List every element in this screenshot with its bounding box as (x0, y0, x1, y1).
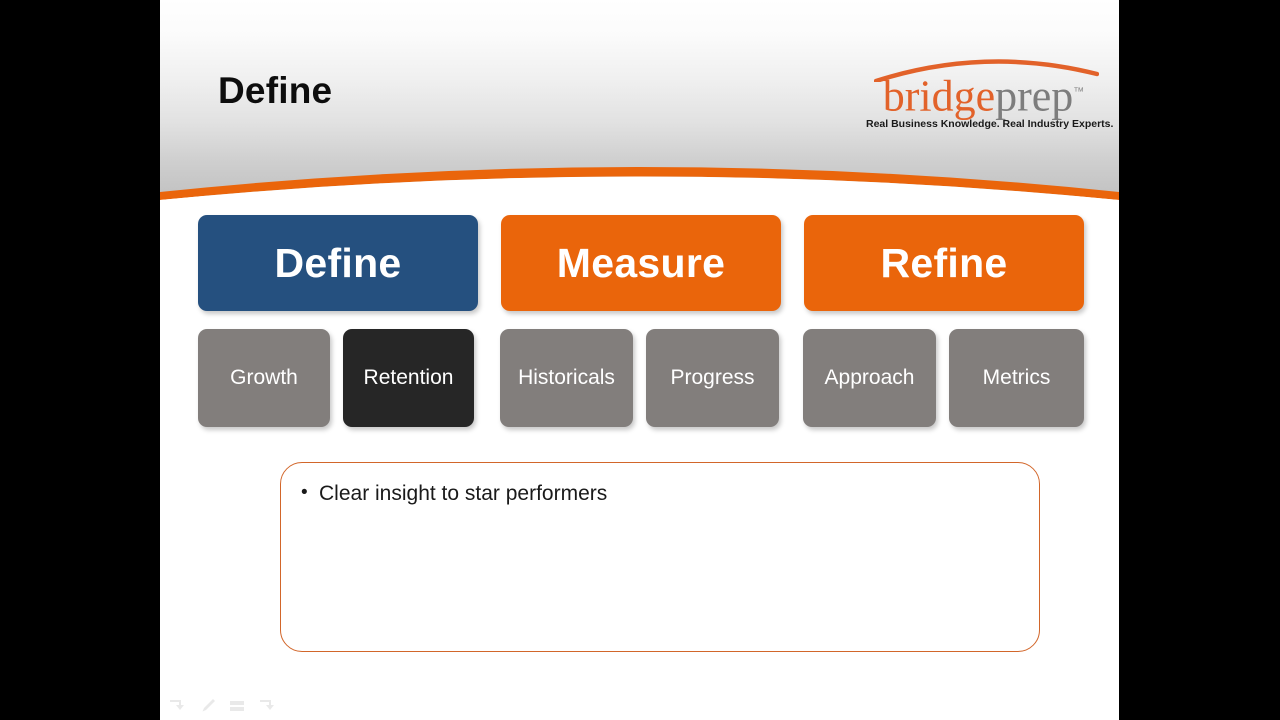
phase-row: Define Measure Refine (198, 215, 1084, 311)
subtopic-box-metrics[interactable]: Metrics (949, 329, 1084, 427)
highlighter-icon[interactable] (228, 698, 246, 714)
list-item: Clear insight to star performers (281, 478, 1039, 509)
orange-swoosh-divider (160, 167, 1119, 200)
slide-canvas: Define bridgeprep™ Real Business Knowled… (160, 0, 1119, 720)
pen-icon[interactable] (198, 698, 216, 714)
subtopic-box-retention[interactable]: Retention (343, 329, 474, 427)
logo-word-prep: prep (995, 71, 1074, 121)
eraser-arrow-icon[interactable] (258, 698, 276, 714)
subtopic-box-approach[interactable]: Approach (803, 329, 936, 427)
logo-word-bridge: bridge (882, 71, 996, 121)
brand-logo: bridgeprep™ Real Business Knowledge. Rea… (866, 52, 1114, 140)
subtopic-box-growth[interactable]: Growth (198, 329, 330, 427)
logo-trademark: ™ (1073, 86, 1085, 98)
subtopic-box-progress[interactable]: Progress (646, 329, 779, 427)
page-title: Define (218, 70, 333, 111)
content-callout: Clear insight to star performers (280, 462, 1040, 652)
phase-box-measure[interactable]: Measure (501, 215, 781, 311)
bullet-list: Clear insight to star performers (281, 463, 1039, 509)
pointer-arrow-icon[interactable] (168, 698, 186, 714)
phase-box-define[interactable]: Define (198, 215, 478, 311)
phase-box-refine[interactable]: Refine (804, 215, 1084, 311)
annotation-toolbar[interactable] (168, 698, 276, 714)
logo-arc-icon (874, 59, 1099, 82)
subtopic-row: Growth Retention Historicals Progress Ap… (198, 329, 1084, 427)
logo-wordmark: bridgeprep™ (866, 66, 1101, 123)
subtopic-box-historicals[interactable]: Historicals (500, 329, 633, 427)
logo-tagline: Real Business Knowledge. Real Industry E… (866, 118, 1114, 130)
slide-header (160, 0, 1119, 200)
